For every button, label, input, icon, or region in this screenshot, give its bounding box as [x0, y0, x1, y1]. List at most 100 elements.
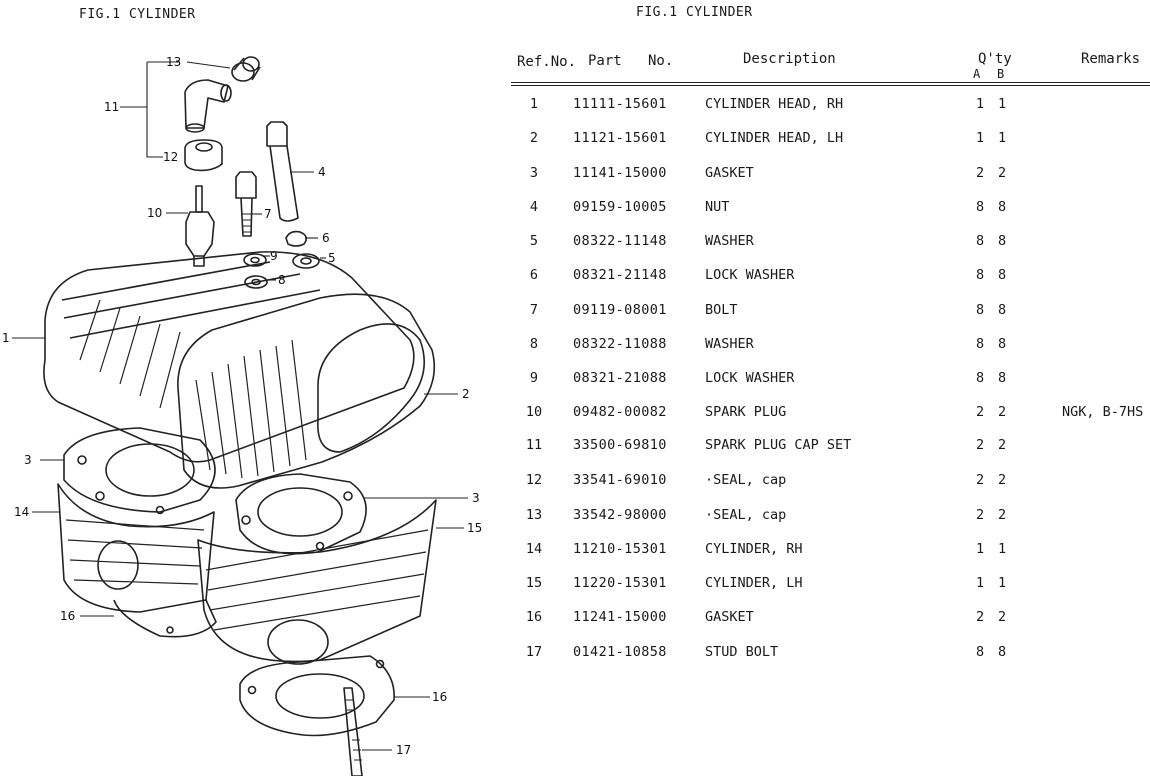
- cell-ref: 17: [525, 644, 543, 660]
- callout-3-left: 3: [24, 453, 32, 467]
- cell-desc: ·SEAL, cap: [705, 472, 787, 488]
- callout-2: 2: [462, 387, 470, 401]
- cell-b: 1: [998, 575, 1007, 591]
- cell-desc: CYLINDER, RH: [705, 541, 803, 557]
- cell-desc: NUT: [705, 199, 730, 215]
- cell-b: 8: [998, 370, 1007, 386]
- callout-9: 9: [270, 249, 278, 263]
- cylinder-head-rh-part-1: [43, 251, 415, 463]
- cell-remarks: NGK, B-7HS: [1062, 404, 1144, 420]
- cell-b: 1: [998, 541, 1007, 557]
- cell-a: 2: [976, 507, 985, 523]
- cell-a: 8: [976, 644, 985, 660]
- cell-ref: 6: [529, 267, 539, 283]
- cell-a: 8: [976, 199, 985, 215]
- washer-part-9: [243, 253, 267, 267]
- cell-b: 2: [998, 609, 1007, 625]
- cell-a: 2: [976, 404, 985, 420]
- cell-b: 2: [998, 437, 1007, 453]
- callout-14: 14: [14, 505, 29, 519]
- cell-ref: 9: [529, 370, 539, 386]
- header-remarks: Remarks: [1081, 51, 1141, 67]
- callout-16-right: 16: [432, 690, 447, 704]
- cell-desc: WASHER: [705, 336, 754, 352]
- callout-1: 1: [2, 331, 10, 345]
- header-qty-a: A: [973, 67, 981, 81]
- cell-part: 11220-15301: [573, 575, 667, 591]
- cylinder-lh-part-15: [197, 499, 437, 665]
- cell-ref: 16: [525, 609, 543, 625]
- seal-part-12: [184, 139, 223, 172]
- cell-ref: 11: [525, 437, 543, 453]
- gasket-part-3-left: [63, 427, 216, 515]
- cell-part: 09482-00082: [573, 404, 667, 420]
- cylinder-head-lh-part-2: [177, 293, 436, 489]
- exploded-cylinder-diagram: 13 11 12 4 10 7 6 9 5 8 1 2 3 3 14 15 16…: [2, 55, 482, 776]
- cell-ref: 15: [525, 575, 543, 591]
- cell-desc: CYLINDER HEAD, LH: [705, 130, 844, 146]
- cell-a: 2: [976, 437, 985, 453]
- cell-part: 33541-69010: [573, 472, 667, 488]
- cylinder-rh-part-14: [57, 483, 215, 613]
- cell-a: 8: [976, 267, 985, 283]
- cell-desc: CYLINDER HEAD, RH: [705, 96, 844, 112]
- nut-part-4: [266, 121, 299, 222]
- cell-part: 08321-21148: [573, 267, 667, 283]
- cell-part: 08322-11088: [573, 336, 667, 352]
- cell-part: 11121-15601: [573, 130, 667, 146]
- cell-desc: CYLINDER, LH: [705, 575, 803, 591]
- cell-ref: 10: [525, 404, 543, 420]
- cell-b: 8: [998, 267, 1007, 283]
- header-no: No.: [648, 53, 674, 69]
- callout-15: 15: [467, 521, 482, 535]
- stud-bolt-part-17: [343, 687, 363, 776]
- callout-11: 11: [104, 100, 119, 114]
- cell-part: 11241-15000: [573, 609, 667, 625]
- cell-part: 01421-10858: [573, 644, 667, 660]
- cell-desc: ·SEAL, cap: [705, 507, 787, 523]
- cell-b: 8: [998, 199, 1007, 215]
- plug-cap-part-11: [184, 79, 232, 133]
- cell-part: 08321-21088: [573, 370, 667, 386]
- leader-lines: [12, 61, 468, 751]
- header-description: Description: [743, 51, 836, 67]
- callout-17: 17: [396, 743, 411, 757]
- header-part: Part: [588, 53, 622, 69]
- gasket-part-16-left: [113, 599, 217, 638]
- cell-ref: 5: [529, 233, 539, 249]
- callout-4: 4: [318, 165, 326, 179]
- cell-part: 09119-08001: [573, 302, 667, 318]
- cell-ref: 1: [529, 96, 539, 112]
- cell-part: 33500-69810: [573, 437, 667, 453]
- callout-10: 10: [147, 206, 162, 220]
- cell-b: 1: [998, 96, 1007, 112]
- header-rule-top: [511, 82, 1150, 83]
- cell-a: 1: [976, 130, 985, 146]
- callout-8: 8: [278, 273, 286, 287]
- table-title: FIG.1 CYLINDER: [636, 5, 753, 20]
- header-ref-no: Ref.No.: [517, 54, 577, 70]
- cell-desc: LOCK WASHER: [705, 370, 795, 386]
- cell-b: 1: [998, 130, 1007, 146]
- cell-ref: 7: [529, 302, 539, 318]
- header-qty: Q'ty: [978, 51, 1012, 67]
- callout-5: 5: [328, 251, 336, 265]
- callout-13: 13: [166, 55, 181, 69]
- cell-a: 8: [976, 370, 985, 386]
- cell-ref: 14: [525, 541, 543, 557]
- callout-6: 6: [322, 231, 330, 245]
- cell-a: 2: [976, 609, 985, 625]
- callout-3-right: 3: [472, 491, 480, 505]
